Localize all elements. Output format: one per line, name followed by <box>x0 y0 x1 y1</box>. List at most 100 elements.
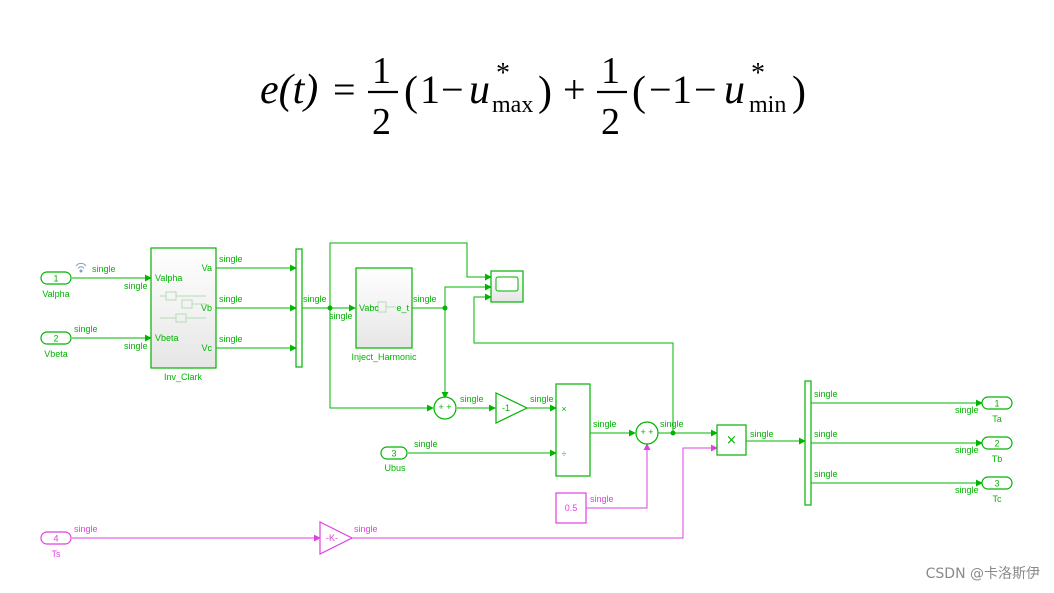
sig-label: single <box>955 405 979 415</box>
scope-block[interactable] <box>490 270 524 303</box>
sig-label: single <box>413 294 437 304</box>
equation: e(t) = 1 2 ( 1 − u * max ) + 1 2 ( − 1 −… <box>260 50 806 143</box>
inport-1-name: Valpha <box>42 289 69 299</box>
inv-clark-in-valpha: Valpha <box>155 273 182 283</box>
equation-equals: = <box>333 67 356 112</box>
paren-open-1: ( <box>404 69 418 115</box>
signal-lines <box>72 242 983 487</box>
inv-clark-in-vbeta: Vbeta <box>155 333 179 343</box>
sig-label: single <box>814 469 838 479</box>
sig-label: single <box>92 264 116 274</box>
outport-2-number: 2 <box>994 439 999 449</box>
gain-k-block[interactable]: -K- <box>319 521 354 555</box>
branch-points <box>327 305 676 436</box>
sig-label: single <box>74 324 98 334</box>
sig-label: single <box>219 294 243 304</box>
inport-2-name: Vbeta <box>44 349 68 359</box>
inject-in-vabc: Vabc <box>359 303 379 313</box>
constant-block[interactable]: 0.5 <box>555 492 587 524</box>
line-vabc-to-scope[interactable] <box>329 242 492 308</box>
sig-label: single <box>955 445 979 455</box>
signal-lines-magenta <box>72 443 718 542</box>
sig-label: single <box>814 429 838 439</box>
inv-clark-out-vb: Vb <box>201 303 212 313</box>
divide-multiply-sign: × <box>561 404 566 414</box>
branch-dot <box>442 305 448 311</box>
sig-label: single <box>414 439 438 449</box>
inport-3-name: Ubus <box>384 463 406 473</box>
product-sign: × <box>726 433 737 448</box>
sig-label: single <box>329 311 353 321</box>
constant-value: 0.5 <box>565 503 578 513</box>
product-block[interactable]: × <box>716 424 747 456</box>
outport-3[interactable]: 3 Tc <box>981 476 1013 504</box>
gain-k-value: -K- <box>326 533 338 543</box>
watermark: CSDN @卡洛斯伊 <box>925 566 1040 582</box>
outport-1[interactable]: 1 Ta <box>981 396 1013 424</box>
branch-dot <box>327 305 333 311</box>
inport-3[interactable]: 3 Ubus <box>380 446 408 473</box>
demux-block[interactable] <box>804 380 812 506</box>
line-et-to-scope[interactable] <box>444 283 492 308</box>
term1-max: max <box>492 92 533 118</box>
frac1-denominator: 2 <box>372 101 391 143</box>
paren-close-2: ) <box>792 69 806 115</box>
mux-block[interactable] <box>295 248 303 368</box>
sig-label: single <box>354 524 378 534</box>
paren-close-1: ) <box>538 69 552 115</box>
subsystem-preview <box>370 301 396 313</box>
subsystem-preview <box>160 291 206 323</box>
inject-harmonic-block[interactable]: Vabc e_t Inject_Harmonic <box>351 267 417 362</box>
branch-dot <box>670 430 676 436</box>
inport-4[interactable]: 4 Ts <box>40 531 72 559</box>
sig-label: single <box>530 394 554 404</box>
line-k-to-product[interactable] <box>352 444 718 539</box>
inport-1[interactable]: 1 Valpha <box>40 271 72 299</box>
sum-block-2[interactable]: + + <box>635 421 659 445</box>
inport-2[interactable]: 2 Vbeta <box>40 331 72 359</box>
sig-label: single <box>219 334 243 344</box>
signal-labels: single single single single single singl… <box>74 254 979 534</box>
sig-label: single <box>590 494 614 504</box>
sig-label: single <box>814 389 838 399</box>
inject-out-et: e_t <box>396 303 409 313</box>
divide-block[interactable]: × ÷ <box>555 383 591 477</box>
inv-clark-name: Inv_Clark <box>164 372 203 382</box>
term1-one: 1 <box>420 67 440 112</box>
outport-2[interactable]: 2 Tb <box>981 436 1013 464</box>
divide-divide-sign: ÷ <box>562 449 567 459</box>
outport-1-name: Ta <box>992 414 1002 424</box>
term1-star: * <box>496 58 510 89</box>
sum-block-1[interactable]: + + <box>433 396 457 420</box>
sig-label: single <box>303 294 327 304</box>
gain-negative-one[interactable]: -1 <box>495 392 529 424</box>
term2-min: min <box>749 92 786 118</box>
inv-clark-out-va: Va <box>202 263 212 273</box>
term2-u: u <box>724 67 745 113</box>
line-sum2-to-scope[interactable] <box>473 293 674 433</box>
inv-clark-block[interactable]: Valpha Vbeta Va Vb Vc Inv_Clark <box>150 247 217 382</box>
term2-star: * <box>751 58 765 89</box>
sig-label: single <box>124 341 148 351</box>
frac1-numerator: 1 <box>372 50 391 92</box>
inv-clark-out-vc: Vc <box>201 343 212 353</box>
outport-3-name: Tc <box>993 494 1003 504</box>
sig-label: single <box>593 419 617 429</box>
inport-3-number: 3 <box>391 449 396 459</box>
sum-2-signs: + + <box>640 427 653 437</box>
outport-2-name: Tb <box>992 454 1003 464</box>
sig-label: single <box>750 429 774 439</box>
paren-open-2: ( <box>632 69 646 115</box>
gain-neg-value: -1 <box>502 403 510 413</box>
sig-label: single <box>124 281 148 291</box>
line-const-to-sum2[interactable] <box>586 443 651 509</box>
line-vabc-to-sum[interactable] <box>329 308 434 412</box>
sig-label: single <box>660 419 684 429</box>
sig-label: single <box>955 485 979 495</box>
outport-1-number: 1 <box>994 399 999 409</box>
term2-minus-a: − <box>649 67 672 112</box>
term2-one: 1 <box>672 67 692 112</box>
frac2-denominator: 2 <box>601 101 620 143</box>
inport-4-name: Ts <box>52 549 62 559</box>
